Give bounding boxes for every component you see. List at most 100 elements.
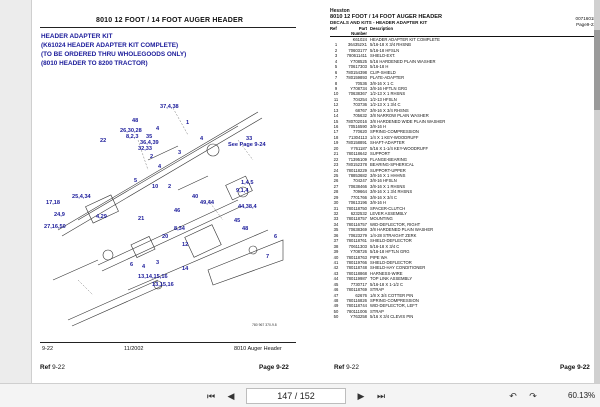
row-description: LEVER ASSEMBLY	[370, 211, 407, 216]
callout-label: 6	[130, 262, 133, 268]
row-description: 3/8-16 H	[370, 200, 387, 206]
row-part-number: 780154398	[346, 69, 367, 75]
callout-label: 12	[182, 242, 188, 248]
row-part-number: 7701766	[350, 194, 367, 200]
row-description: HARNESS-WIRE	[370, 270, 403, 276]
forward-icon[interactable]: ↷	[529, 390, 537, 401]
callout-label: 4,29	[96, 214, 107, 220]
row-description: MOUNTING	[370, 216, 393, 222]
prev-page-icon[interactable]: ◀	[227, 390, 235, 401]
row-part-number: 780118750	[346, 205, 367, 211]
callout-label: 7	[266, 254, 269, 260]
row-ref: 10	[333, 91, 339, 97]
row-description: SPRING-COMPRESSION	[370, 129, 419, 135]
first-page-icon[interactable]: ⏮	[206, 390, 216, 401]
callout-label: 2	[150, 154, 153, 160]
page-spread: 8010 12 FOOT / 14 FOOT AUGER HEADER HEAD…	[31, 0, 600, 383]
row-part-number: 780158891	[346, 140, 367, 146]
page-value: 9-22	[276, 364, 289, 371]
row-description: 1/2-13 X 1 RHSNS	[370, 91, 406, 97]
row-part-number: 780118868	[346, 270, 367, 276]
callout-label: 4	[158, 164, 162, 170]
callout-label: 1	[186, 120, 189, 126]
row-ref: 21	[333, 151, 339, 157]
row-ref: 29	[333, 194, 339, 200]
row-part-number: 780611411	[346, 53, 367, 59]
row-description: 5/16-18 HFTLN GRG	[370, 249, 410, 255]
kit-title-block: HEADER ADAPTER KIT (K61024 HEADER ADAPTE…	[41, 32, 186, 68]
scrollbar-thumb[interactable]	[594, 30, 600, 110]
row-description: SHIELD-DEFLECTOR	[370, 238, 412, 244]
row-ref: 43	[333, 270, 339, 276]
callout-label: 20	[162, 234, 168, 240]
row-ref: 32	[333, 211, 339, 216]
row-ref: 1	[334, 42, 338, 48]
row-part-number: 780118744	[346, 303, 367, 309]
row-part-number: 780111006	[346, 308, 367, 314]
callout-label: 33	[246, 136, 252, 142]
row-ref: 6	[334, 69, 338, 75]
footer-rule	[40, 342, 296, 343]
row-part-number: 70611303	[348, 243, 367, 249]
callout-label: 49,44	[200, 200, 215, 206]
callout-label: 26,30,28	[120, 128, 142, 134]
row-description: 1/8 X 3/4 COTTER PIN	[370, 292, 414, 298]
meta-code: 00716018	[575, 16, 596, 21]
row-description: SHAFT-ADAPTER	[370, 140, 405, 146]
row-description: PIPE WA	[370, 254, 388, 260]
callout-label: 48	[132, 118, 138, 124]
row-description: 3/8-16 H	[370, 124, 387, 129]
ref-label: Ref	[40, 364, 51, 371]
page-label: Page	[560, 364, 576, 371]
drawing-code: 780 967 370-9.8	[252, 323, 277, 327]
row-ref: 46	[333, 287, 339, 293]
row-ref: 37	[333, 238, 339, 244]
row-ref: 50	[333, 308, 339, 314]
row-part-number: 70638367	[348, 91, 367, 97]
last-page-icon[interactable]: ⏭	[376, 390, 386, 401]
viewer-toolbar: ⏮ ◀ 147 / 152 ▶ ⏭ ↶ ↷ 60.13%	[0, 383, 600, 407]
next-page-icon[interactable]: ▶	[357, 390, 365, 401]
row-part-number: 780118769	[346, 287, 367, 293]
page-number-input[interactable]: 147 / 152	[246, 388, 346, 404]
row-part-number: 780118229	[346, 167, 367, 173]
row-ref: 50	[333, 314, 339, 320]
row-ref: 39	[333, 249, 339, 255]
row-ref: 30	[333, 200, 339, 206]
left-ref: Ref 9-22	[40, 364, 65, 371]
row-part-number: 70638369	[348, 227, 367, 233]
row-description: 3/8 NARROW PLAIN WASHER	[370, 113, 429, 119]
row-ref: 47	[333, 292, 339, 298]
row-description: WID-DEFLECTOR, LEFT	[370, 303, 418, 309]
parts-table-header: Ref Part Number Description	[330, 26, 598, 37]
row-description: 1/4-28 STRAIGHT ZERK	[370, 232, 417, 238]
row-part-number: 780118757	[346, 216, 367, 222]
kit-title-line: HEADER ADAPTER KIT	[41, 33, 113, 40]
row-part-number: 780159893	[346, 75, 367, 81]
row-description: SHIELD-DEFLECTOR	[370, 259, 412, 265]
zoom-level[interactable]: 60.13%	[568, 391, 596, 400]
row-ref: 36	[333, 232, 339, 238]
row-part-number: 70603177	[348, 47, 367, 53]
vertical-scrollbar[interactable]	[594, 0, 600, 383]
page-label: Page	[259, 364, 275, 371]
row-part-number: 70613196	[348, 200, 367, 206]
row-part-number: 71395109	[348, 156, 367, 162]
row-description: 5/16 X 3/4 CLEVIS PIN	[370, 314, 414, 320]
back-icon[interactable]: ↶	[509, 390, 517, 401]
row-part-number: 780118763	[346, 254, 367, 260]
